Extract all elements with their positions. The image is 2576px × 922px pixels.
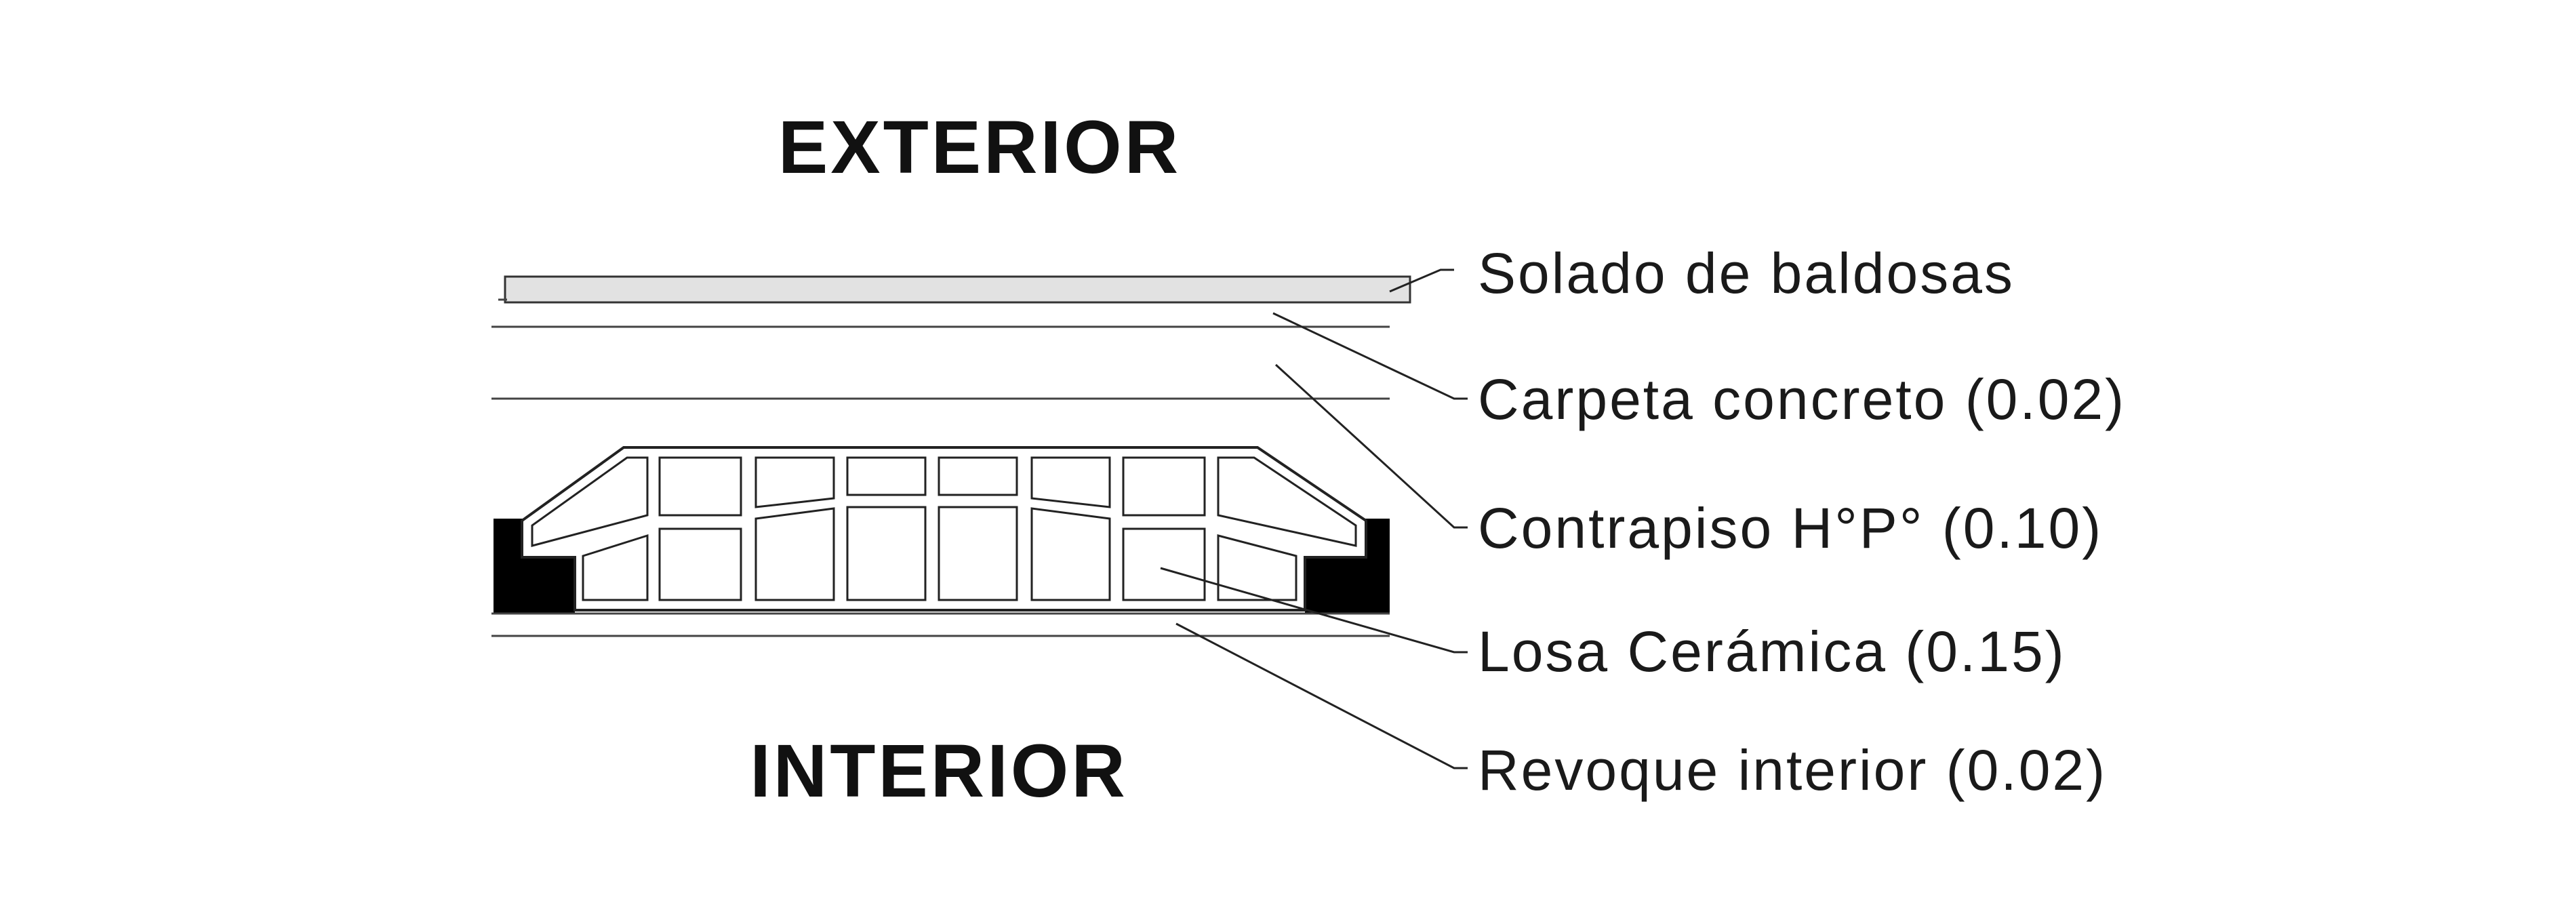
tile-flooring-layer [504, 275, 1411, 304]
slab-cell [658, 527, 742, 601]
slab-cell [1217, 534, 1297, 601]
slab-cell [1122, 527, 1206, 601]
exterior-heading: EXTERIOR [778, 106, 1181, 189]
slab-cell [1122, 456, 1206, 517]
ceramic-slab [521, 446, 1367, 612]
slab-cell [1217, 456, 1357, 547]
slab-cell [531, 456, 649, 547]
label-interior-plaster: Revoque interior (0.02) [1478, 738, 2107, 802]
slab-cell [754, 507, 835, 601]
leader-concrete-screed [1272, 312, 1468, 400]
slab-cell [846, 506, 927, 601]
slab-cell [938, 506, 1018, 601]
leader-interior-plaster [1175, 622, 1468, 769]
slab-cell [1030, 456, 1111, 508]
slab-cell [1030, 507, 1111, 601]
slab-cell [754, 456, 835, 508]
label-ceramic-slab: Losa Cerámica (0.15) [1478, 620, 2066, 683]
slab-cell [938, 456, 1018, 496]
slab-cell [846, 456, 927, 496]
leader-subfloor [1274, 363, 1468, 529]
leader-tile-flooring [1389, 268, 1454, 293]
leader-ceramic-slab [1160, 567, 1468, 654]
label-subfloor: Contrapiso H°P° (0.10) [1478, 496, 2103, 560]
slab-cell [658, 456, 742, 517]
label-tile-flooring: Solado de baldosas [1478, 241, 2015, 305]
slab-cell [582, 534, 649, 601]
interior-heading: INTERIOR [750, 729, 1128, 813]
label-concrete-screed: Carpeta concreto (0.02) [1478, 367, 2126, 431]
